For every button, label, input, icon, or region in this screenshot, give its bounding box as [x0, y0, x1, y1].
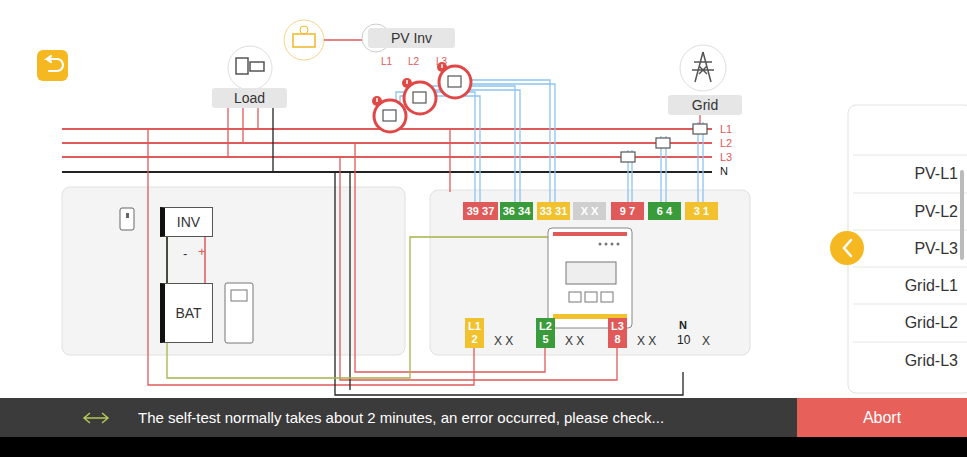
node-text: Grid-L2: [905, 314, 958, 332]
terminal-block: L12: [465, 318, 484, 348]
label-box: Grid: [668, 95, 742, 115]
node-text: PV-L1: [914, 165, 958, 183]
list-item: PV-L2: [870, 195, 962, 229]
node-text: L1: [468, 320, 481, 333]
node-text: L2: [539, 320, 552, 333]
node-text: Load: [234, 90, 265, 106]
node-text: Grid-L1: [905, 277, 958, 295]
terminal-block: 6 4: [648, 202, 681, 220]
polarity-sign: +: [198, 245, 206, 258]
terminal-block: L38: [608, 318, 627, 348]
node-text: L3: [611, 320, 624, 333]
phase-label: L3: [720, 152, 732, 163]
polarity-sign: -: [183, 247, 187, 260]
phase-label: L1: [381, 57, 392, 67]
power-cable: [204, 237, 206, 283]
terminal-block: L25: [536, 318, 555, 348]
terminal-block: X X: [573, 202, 606, 220]
terminal-block: 36 34: [500, 202, 534, 220]
status-bar: The self-test normally takes about 2 min…: [0, 398, 967, 437]
list-item: Grid-L1: [870, 269, 962, 303]
phase-label: N: [720, 166, 728, 177]
node-text: PV-L2: [914, 203, 958, 221]
node-text: 6 4: [657, 205, 672, 217]
node-text: Abort: [863, 409, 901, 427]
node-text: PV Inv: [391, 30, 432, 46]
node-text: 39 37: [467, 205, 495, 217]
node-text: The self-test normally takes about 2 min…: [138, 409, 664, 426]
node-text: 9 7: [620, 205, 635, 217]
terminal-block: 39 37: [463, 202, 498, 220]
phase-label: L3: [436, 57, 447, 67]
abort-button: Abort: [797, 398, 967, 437]
battery-box: BAT: [160, 283, 213, 343]
node-text: 33 31: [540, 205, 568, 217]
list-item: PV-L1: [870, 157, 962, 191]
node-text: INV: [177, 214, 200, 230]
terminal-block: 3 1: [685, 202, 718, 220]
list-item: Grid-L2: [870, 306, 962, 340]
unused-terminal: X X: [565, 335, 584, 347]
terminal-number: 10: [677, 334, 690, 346]
power-cable: [166, 237, 168, 283]
label-box: PV Inv: [368, 28, 455, 48]
node-text: 36 34: [503, 205, 531, 217]
unused-terminal: X X: [494, 335, 513, 347]
node-text: Grid-L3: [905, 352, 958, 370]
unused-terminal: X X: [637, 335, 656, 347]
terminal-block: 33 31: [537, 202, 571, 220]
unused-terminal: X: [702, 335, 710, 347]
list-item: Grid-L3: [870, 344, 962, 378]
neutral-label: N: [679, 320, 687, 331]
label-box: Load: [212, 88, 287, 108]
inverter-box: INV: [160, 207, 213, 237]
node-text: 3 1: [694, 205, 709, 217]
node-text: BAT: [175, 305, 201, 321]
node-text: 2: [471, 333, 477, 346]
list-item: PV-L3: [870, 232, 962, 266]
node-text: X X: [581, 205, 599, 217]
node-text: 8: [614, 333, 620, 346]
node-text: PV-L3: [914, 240, 958, 258]
node-text: Grid: [692, 97, 718, 113]
phase-label: L1: [720, 124, 732, 135]
phase-label: L2: [408, 57, 419, 67]
phase-label: L2: [720, 138, 732, 149]
node-text: 5: [542, 333, 548, 346]
terminal-block: 9 7: [611, 202, 644, 220]
